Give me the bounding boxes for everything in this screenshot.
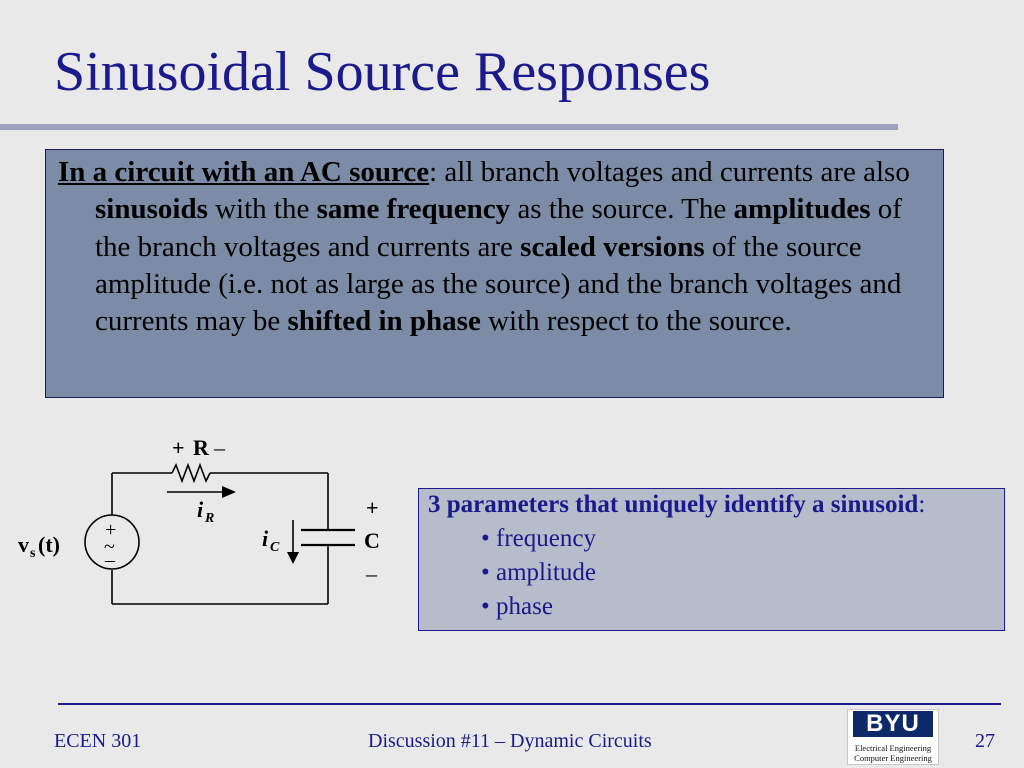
source-label: v: [18, 532, 29, 557]
intro-emphasis: shifted in phase: [287, 305, 481, 338]
intro-body: : all branch voltages and currents are a…: [95, 156, 910, 337]
param-item-frequency: • frequency: [481, 525, 596, 552]
voltage-source-circle: [84, 514, 140, 570]
resistor-current-arrowhead: [222, 486, 236, 498]
capacitor-label: C: [364, 528, 380, 553]
intro-emphasis: sinusoids: [95, 193, 208, 226]
resistor-minus: –: [213, 435, 226, 460]
intro-text: : all branch voltages and currents are a…: [429, 156, 910, 188]
capacitor-plus: +: [366, 495, 379, 520]
footer-title: Discussion #11 – Dynamic Circuits: [368, 730, 652, 752]
intro-text: with the: [207, 193, 317, 226]
source-tilde: ~: [104, 536, 115, 558]
logo-line-1: Electrical Engineering: [854, 743, 932, 753]
intro-text: of the branch voltages and currents are: [95, 193, 902, 263]
resistor-symbol: [171, 462, 211, 484]
capacitor-current-arrowhead: [287, 552, 299, 564]
parameters-heading: 3 parameters that uniquely identify a si…: [428, 491, 925, 519]
source-label-rest: (t): [38, 532, 60, 557]
intro-text: of the source amplitude (i.e. not as lar…: [95, 230, 902, 338]
source-plus: +: [105, 519, 116, 541]
intro-text: as the source. The: [510, 193, 734, 226]
source-minus: –: [104, 549, 116, 571]
parameters-heading-text: 3 parameters that uniquely identify a si…: [428, 491, 919, 518]
intro-box: [45, 149, 944, 398]
intro-text: with respect to the source.: [480, 305, 792, 338]
capacitor-minus: –: [365, 561, 378, 586]
capacitor-current-subscript: C: [270, 540, 280, 555]
intro-paragraph: In a circuit with an AC source: all bran…: [58, 154, 928, 340]
intro-emphasis: amplitudes: [733, 193, 871, 226]
intro-emphasis: scaled versions: [520, 230, 705, 263]
param-item-amplitude: • amplitude: [481, 559, 596, 586]
rc-circuit-diagram: + R – i R i C + C – v s (t) + ~ –: [18, 435, 380, 605]
source-label-subscript: s: [30, 546, 36, 561]
resistor-current-label: i: [197, 497, 204, 522]
page-number: 27: [975, 730, 995, 752]
slide-title: Sinusoidal Source Responses: [54, 41, 711, 103]
logo-byu-text: BYU: [853, 711, 933, 737]
resistor-plus: +: [172, 435, 185, 460]
intro-emphasis: same frequency: [316, 193, 511, 226]
footer-course: ECEN 301: [54, 730, 142, 752]
capacitor-current-label: i: [262, 526, 269, 551]
parameters-box: [418, 488, 1005, 631]
footer-divider: [58, 703, 1001, 705]
logo-line-2: Computer Engineering: [854, 753, 932, 763]
resistor-current-subscript: R: [204, 511, 214, 526]
param-item-phase: • phase: [481, 593, 553, 620]
parameters-heading-colon: :: [918, 491, 926, 518]
intro-lead: In a circuit with an AC source: [58, 156, 430, 188]
resistor-label: R: [193, 435, 210, 460]
title-divider: [0, 124, 898, 130]
byu-ece-logo: BYU Electrical Engineering Computer Engi…: [847, 709, 939, 765]
